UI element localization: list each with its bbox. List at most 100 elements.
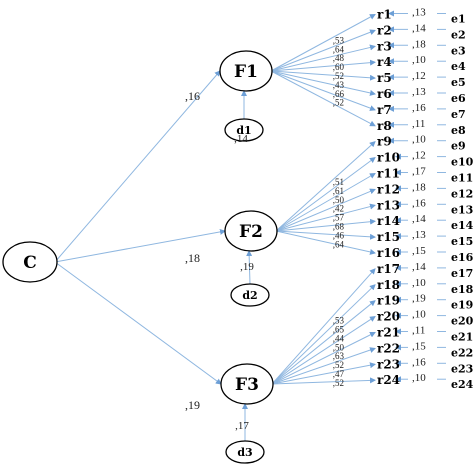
- error-value-r1: ,13: [412, 7, 426, 19]
- loading-path-r24: [271, 377, 376, 385]
- error-value-r22: ,15: [412, 340, 426, 352]
- loading-r12: ,42: [333, 204, 344, 214]
- error-value-r15: ,13: [412, 229, 426, 241]
- error-label-e23: e23: [451, 362, 473, 375]
- error-label-e17: e17: [451, 267, 473, 280]
- loading-r11: ,50: [333, 195, 345, 205]
- error-label-e4: e4: [451, 60, 466, 73]
- factor-f3: [220, 363, 274, 405]
- loading-path-r1: [270, 14, 376, 72]
- error-label-e20: e20: [451, 315, 473, 328]
- disturbance-value-d1: ,14: [234, 133, 248, 145]
- error-label-e14: e14: [451, 219, 473, 232]
- factor-label-f2: F2: [239, 222, 263, 242]
- loading-r3: ,48: [333, 53, 345, 63]
- loading-path-r8: [270, 70, 376, 127]
- indicator-r23: r23: [377, 357, 400, 371]
- indicator-r10: r10: [377, 151, 400, 165]
- indicator-r14: r14: [377, 214, 400, 228]
- loading-path-r22: [271, 347, 376, 385]
- loading-path-r14: [275, 218, 376, 232]
- loading-r14: ,68: [333, 222, 345, 232]
- error-value-r18: ,10: [412, 277, 426, 289]
- path-coef-c-f2: ,18: [185, 251, 200, 265]
- indicator-r9: r9: [377, 135, 392, 149]
- loading-path-r16: [275, 230, 376, 255]
- error-value-r5: ,12: [412, 70, 426, 82]
- disturbance-value-d2: ,19: [240, 261, 254, 273]
- error-value-r9: ,10: [412, 134, 426, 146]
- loading-r7: ,66: [333, 89, 345, 99]
- error-value-r11: ,17: [412, 166, 426, 178]
- loading-path-r2: [270, 29, 376, 72]
- loading-path-r11: [275, 172, 376, 232]
- path-c-to-f1: [54, 70, 221, 263]
- error-label-e22: e22: [451, 346, 473, 359]
- factor-label-f1: F1: [234, 62, 258, 82]
- loading-path-r5: [270, 70, 376, 81]
- indicator-r15: r15: [377, 230, 400, 244]
- loading-path-r7: [270, 70, 376, 111]
- error-value-r6: ,13: [412, 86, 426, 98]
- error-value-r4: ,10: [412, 54, 426, 66]
- loading-path-r17: [271, 268, 376, 385]
- error-label-e7: e7: [451, 108, 466, 121]
- error-value-r7: ,16: [412, 102, 426, 114]
- indicator-r7: r7: [377, 103, 392, 117]
- indicator-r1: r1: [377, 8, 392, 22]
- indicator-r19: r19: [377, 294, 400, 308]
- error-value-r12: ,18: [412, 181, 426, 193]
- error-value-r8: ,11: [412, 118, 425, 130]
- error-label-e9: e9: [451, 140, 466, 153]
- loading-r24: ,52: [333, 378, 344, 388]
- indicator-r5: r5: [377, 71, 392, 85]
- loading-path-r18: [271, 284, 376, 385]
- indicator-r17: r17: [377, 262, 400, 276]
- error-value-r10: ,12: [412, 150, 426, 162]
- error-label-e2: e2: [451, 28, 466, 41]
- error-label-e19: e19: [451, 299, 473, 312]
- indicator-r24: r24: [377, 373, 400, 387]
- loading-r10: ,61: [333, 186, 344, 196]
- factor-label-f3: F3: [235, 375, 259, 395]
- error-label-e12: e12: [451, 187, 473, 200]
- loading-path-r19: [271, 300, 376, 385]
- error-label-e13: e13: [451, 203, 473, 216]
- loading-r23: ,47: [333, 369, 345, 379]
- loading-path-r12: [275, 188, 376, 232]
- disturbance-label-d2: d2: [242, 289, 257, 302]
- path-coef-c-f3: ,19: [185, 398, 200, 412]
- path-d2-to-f2: [246, 250, 253, 285]
- loading-path-r6: [270, 70, 376, 96]
- factor-f1: [219, 50, 273, 92]
- indicator-r13: r13: [377, 198, 400, 212]
- error-label-e8: e8: [451, 124, 466, 137]
- loading-path-r13: [275, 203, 376, 232]
- error-value-r2: ,14: [412, 22, 426, 34]
- error-value-r3: ,18: [412, 38, 426, 50]
- error-label-e11: e11: [451, 172, 473, 185]
- factor-f2: [224, 210, 278, 252]
- disturbance-d2: [230, 283, 270, 307]
- indicator-r22: r22: [377, 341, 400, 355]
- c-node: [2, 241, 58, 283]
- error-value-r16: ,15: [412, 245, 426, 257]
- disturbance-d1: [224, 118, 264, 142]
- loading-r20: ,50: [333, 342, 345, 352]
- loading-r4: ,60: [333, 62, 345, 72]
- loading-path-r20: [271, 316, 376, 385]
- loading-r17: ,53: [333, 316, 345, 326]
- error-label-e16: e16: [451, 251, 473, 264]
- error-value-r19: ,19: [412, 293, 426, 305]
- indicator-r4: r4: [377, 55, 392, 69]
- loading-r2: ,64: [333, 44, 345, 54]
- loading-r19: ,44: [333, 333, 345, 343]
- loading-r15: ,46: [333, 230, 345, 240]
- error-value-r13: ,16: [412, 197, 426, 209]
- error-label-e21: e21: [451, 331, 473, 344]
- indicator-r6: r6: [377, 87, 392, 101]
- loading-r21: ,63: [333, 351, 345, 361]
- disturbance-d3: [225, 440, 265, 464]
- indicator-r11: r11: [377, 167, 400, 181]
